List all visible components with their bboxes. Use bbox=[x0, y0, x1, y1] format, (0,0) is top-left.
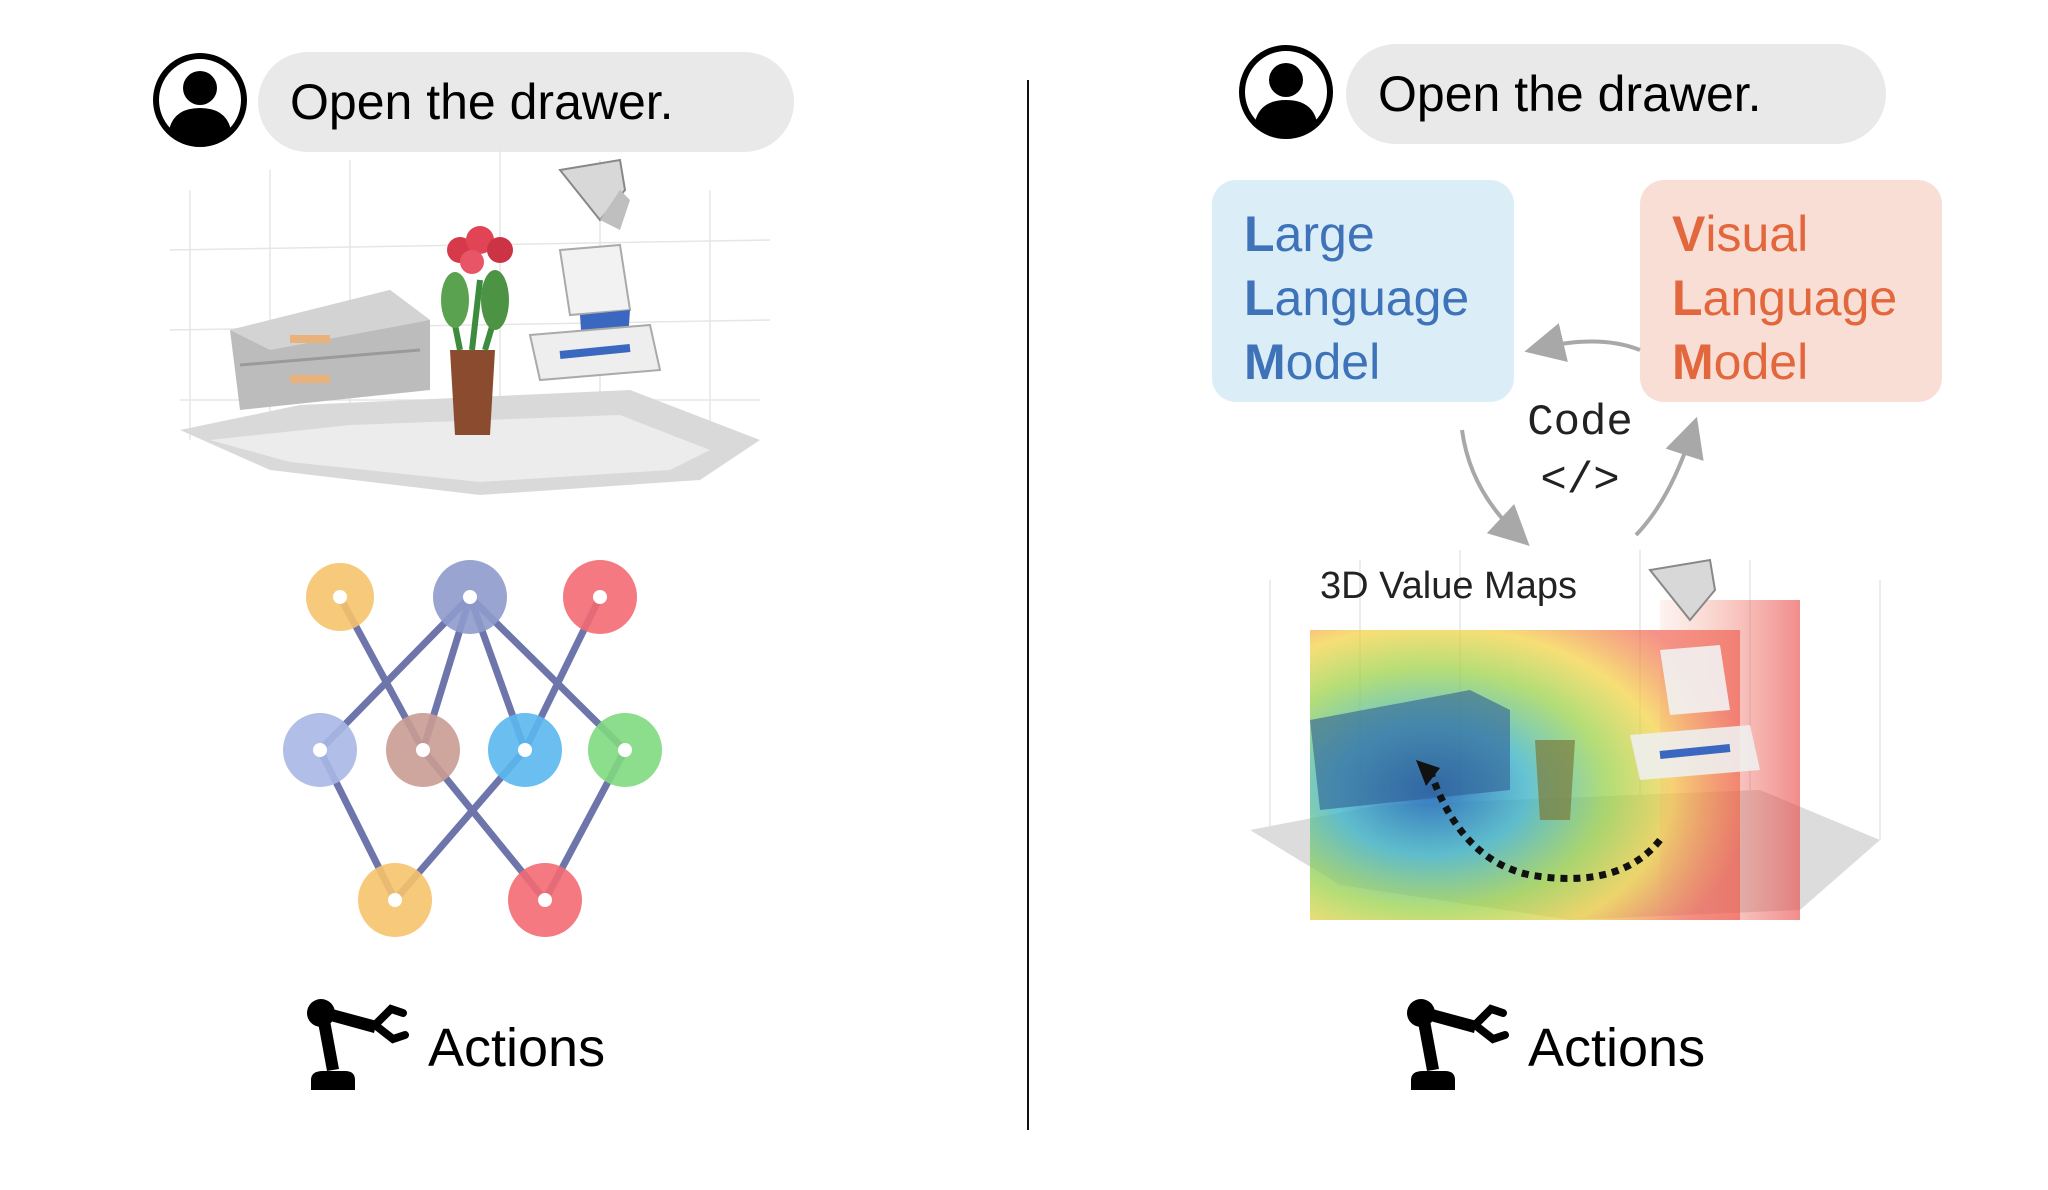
scene-illustration bbox=[169, 150, 771, 495]
user-avatar-icon bbox=[153, 53, 247, 147]
panel-divider bbox=[1027, 80, 1029, 1130]
map-to-vlm-arrow bbox=[1634, 416, 1704, 537]
vlm-line-1: isual bbox=[1705, 206, 1809, 262]
instruction-text: Open the drawer. bbox=[290, 74, 674, 130]
llm-box: Large Language Model bbox=[1212, 180, 1514, 402]
llm-cap-2: L bbox=[1244, 270, 1275, 326]
vlm-box: Visual Language Model bbox=[1640, 180, 1942, 402]
value-maps-label: 3D Value Maps bbox=[1320, 565, 1577, 607]
code-symbol: </> bbox=[1540, 456, 1620, 506]
vlm-line-2: anguage bbox=[1702, 270, 1898, 326]
vlm-cap-3: M bbox=[1672, 334, 1714, 390]
llm-line-1: arge bbox=[1274, 206, 1375, 262]
instruction-bubble: Open the drawer. bbox=[258, 52, 794, 152]
actions-label: Actions bbox=[1528, 1018, 1706, 1078]
user-avatar-icon bbox=[1239, 45, 1333, 139]
trajectory-arrow bbox=[1426, 768, 1663, 882]
llm-cap-1: L bbox=[1244, 206, 1275, 262]
vlm-cap-1: V bbox=[1672, 206, 1706, 262]
vlm-line-3: odel bbox=[1713, 334, 1809, 390]
llm-to-map-arrow bbox=[1460, 429, 1530, 546]
flow-arrows bbox=[1460, 323, 1704, 546]
llm-line-3: odel bbox=[1285, 334, 1381, 390]
robot-arm-icon bbox=[1407, 999, 1509, 1090]
actions-label: Actions bbox=[428, 1018, 606, 1078]
neural-network-diagram bbox=[283, 560, 662, 937]
instruction-text: Open the drawer. bbox=[1378, 66, 1762, 122]
instruction-bubble: Open the drawer. bbox=[1346, 44, 1886, 144]
code-text: Code bbox=[1527, 398, 1633, 448]
robot-arm-icon bbox=[307, 999, 409, 1090]
llm-line-2: anguage bbox=[1274, 270, 1470, 326]
vlm-to-llm-arrow bbox=[1524, 323, 1641, 363]
llm-cap-3: M bbox=[1244, 334, 1286, 390]
value-map-scene bbox=[1250, 550, 1881, 920]
vlm-cap-2: L bbox=[1672, 270, 1703, 326]
code-label: Code </> bbox=[1510, 394, 1650, 510]
network-nodes bbox=[283, 560, 662, 937]
